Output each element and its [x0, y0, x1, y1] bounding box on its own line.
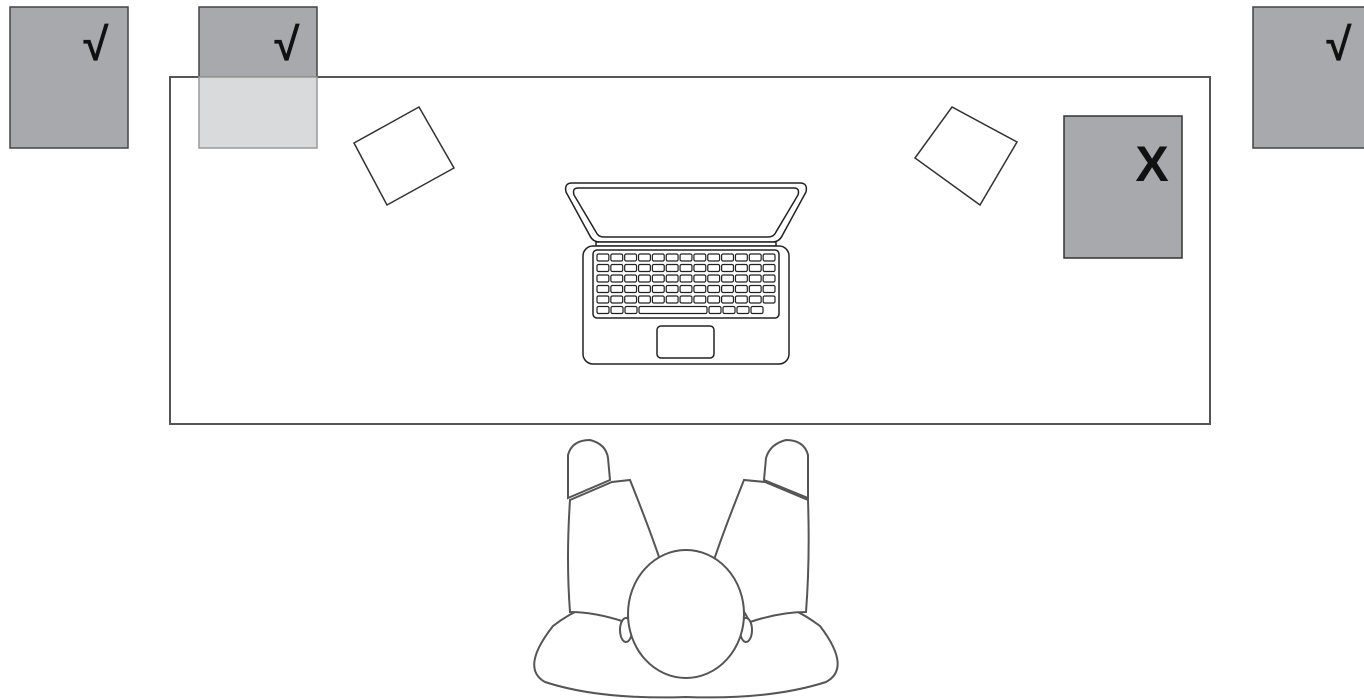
keyboard-key — [708, 286, 720, 293]
panel-left-outside: √ — [10, 7, 128, 148]
keyboard-key — [611, 254, 623, 261]
keyboard-key — [735, 254, 747, 261]
keyboard-key — [694, 286, 706, 293]
keyboard-key — [597, 265, 609, 272]
keyboard-key — [639, 307, 707, 314]
keyboard-key — [763, 296, 775, 303]
keyboard-key — [751, 307, 763, 314]
keyboard-key — [652, 296, 664, 303]
panel-right-outside: √ — [1253, 7, 1364, 148]
keyboard-key — [611, 307, 623, 314]
keyboard-key — [611, 275, 623, 282]
keyboard-key — [749, 296, 761, 303]
keyboard-key — [652, 265, 664, 272]
keyboard-key — [709, 307, 721, 314]
keyboard-key — [722, 275, 734, 282]
keyboard-key — [639, 265, 651, 272]
keyboard-key — [625, 275, 637, 282]
keyboard-key — [666, 296, 678, 303]
keyboard-key — [680, 286, 692, 293]
check-mark: √ — [274, 18, 300, 70]
keyboard-key — [749, 275, 761, 282]
keyboard-key — [680, 275, 692, 282]
keyboard-key — [597, 275, 609, 282]
keyboard-key — [737, 307, 749, 314]
keyboard-key — [763, 275, 775, 282]
keyboard-key — [694, 265, 706, 272]
paper-square-right — [915, 107, 1017, 205]
keyboard-key — [597, 254, 609, 261]
panel-on-desk: X — [1064, 116, 1182, 258]
keyboard-key — [611, 296, 623, 303]
keyboard-key — [625, 265, 637, 272]
keyboard-key — [735, 296, 747, 303]
keyboard-key — [666, 275, 678, 282]
keyboard-key — [708, 254, 720, 261]
keyboard-key — [735, 286, 747, 293]
keyboard-key — [597, 307, 609, 314]
keyboard-key — [749, 286, 761, 293]
keyboard-key — [694, 254, 706, 261]
keyboard-key — [749, 265, 761, 272]
keyboard-key — [680, 265, 692, 272]
check-mark: √ — [83, 18, 109, 70]
keyboard-key — [722, 286, 734, 293]
keyboard-key — [639, 275, 651, 282]
keyboard-key — [625, 307, 637, 314]
laptop-icon — [566, 183, 807, 364]
keyboard-key — [708, 275, 720, 282]
keyboard-key — [652, 254, 664, 261]
keyboard-key — [639, 254, 651, 261]
keyboard-key — [666, 265, 678, 272]
keyboard-key — [652, 275, 664, 282]
keyboard-key — [749, 254, 761, 261]
check-mark: √ — [1326, 18, 1352, 70]
keyboard-key — [722, 296, 734, 303]
keyboard-key — [735, 265, 747, 272]
keyboard-key — [694, 296, 706, 303]
keyboard-key — [735, 275, 747, 282]
keyboard-key — [763, 265, 775, 272]
keyboard-key — [625, 286, 637, 293]
keyboard-key — [722, 254, 734, 261]
keyboard-key — [723, 307, 735, 314]
keyboard-key — [625, 296, 637, 303]
keyboard-key — [708, 265, 720, 272]
x-mark: X — [1135, 136, 1168, 192]
keyboard-key — [611, 286, 623, 293]
keyboard-key — [763, 286, 775, 293]
keyboard-key — [694, 275, 706, 282]
keyboard-key — [652, 286, 664, 293]
keyboard-key — [680, 254, 692, 261]
keyboard-key — [763, 254, 775, 261]
keyboard-key — [597, 286, 609, 293]
panel-top-edge: √ — [199, 7, 317, 148]
keyboard-key — [708, 296, 720, 303]
keyboard-key — [666, 286, 678, 293]
person-icon — [534, 440, 837, 697]
paper-square-left — [354, 107, 454, 205]
keyboard-key — [639, 296, 651, 303]
keyboard-key — [597, 296, 609, 303]
keyboard-key — [680, 296, 692, 303]
keyboard-key — [625, 254, 637, 261]
keyboard-key — [639, 286, 651, 293]
keyboard-key — [611, 265, 623, 272]
keyboard-key — [666, 254, 678, 261]
keyboard-key — [722, 265, 734, 272]
